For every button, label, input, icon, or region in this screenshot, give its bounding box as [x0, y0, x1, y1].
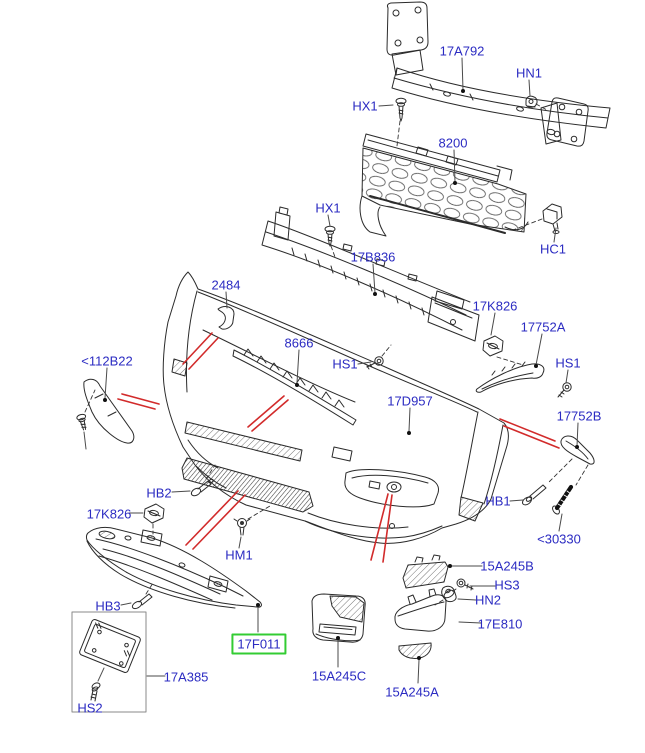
- part-label-8666[interactable]: 8666: [284, 335, 314, 351]
- fastener-hs1-center-screw: [367, 357, 383, 369]
- part-label-17k826-lower[interactable]: 17K826: [86, 506, 132, 522]
- fastener-hb2-bolt: [190, 479, 214, 498]
- part-label-17e810[interactable]: 17E810: [477, 616, 523, 632]
- fastener-hx1-top-screw: [396, 98, 406, 121]
- part-label-17f011-highlighted[interactable]: 17F011: [231, 633, 287, 655]
- fastener-hb1-bolt: [521, 485, 546, 506]
- part-17d957-bumper-cover: [163, 272, 508, 543]
- red-pointer-lines: [118, 333, 559, 562]
- fastener-17k826-lower-clip: [144, 504, 164, 523]
- part-label-2484[interactable]: 2484: [211, 277, 241, 293]
- part-label-hs2[interactable]: HS2: [77, 700, 103, 716]
- part-label-hs3[interactable]: HS3: [494, 577, 520, 593]
- part-label-hc1[interactable]: HC1: [539, 241, 567, 257]
- part-17f011-valance-panel: [86, 527, 261, 608]
- assembly-dashed-lines: [85, 104, 588, 605]
- part-label-hm1[interactable]: HM1: [225, 547, 253, 563]
- part-label-17b836[interactable]: 17B836: [350, 249, 396, 265]
- part-17752b-finisher: [561, 436, 594, 464]
- part-15a245a-grille-insert: [399, 643, 431, 659]
- part-label-hb1[interactable]: HB1: [485, 493, 511, 509]
- part-label-17k826-upper[interactable]: 17K826: [472, 298, 518, 314]
- part-label-17752a[interactable]: 17752A: [520, 319, 566, 335]
- part-label-17752b[interactable]: 17752B: [556, 408, 602, 424]
- part-label-hs1-center[interactable]: HS1: [332, 356, 358, 372]
- part-label-15a245a[interactable]: 15A245A: [385, 684, 439, 700]
- part-label-hx1-top[interactable]: HX1: [352, 98, 378, 114]
- part-label-hn2[interactable]: HN2: [474, 592, 502, 608]
- fastener-hn2-grommet: [442, 586, 457, 601]
- part-8200-grille: [360, 134, 528, 236]
- part-17752a-spoiler: [476, 362, 544, 392]
- part-label-hb2[interactable]: HB2: [146, 485, 172, 501]
- fastener-hx1-left-screw: [76, 413, 89, 430]
- part-label-15a245c[interactable]: 15A245C: [311, 668, 367, 684]
- part-label-17a385[interactable]: 17A385: [163, 669, 209, 685]
- part-label-hb3[interactable]: HB3: [95, 598, 121, 614]
- part-2484-hook: [218, 307, 234, 330]
- fastener-hs1-right-screw: [558, 383, 571, 397]
- fastener-hc1-clip: [543, 204, 562, 234]
- part-label-15a245b[interactable]: 15A245B: [480, 558, 534, 574]
- fastener-hs2-screw: [91, 682, 101, 701]
- part-label-17a792[interactable]: 17A792: [439, 43, 485, 59]
- part-label-hx1-mid[interactable]: HX1: [315, 200, 341, 216]
- part-label-30330[interactable]: <30330: [537, 531, 581, 547]
- part-15a245c-bezel: [312, 594, 365, 642]
- part-112b22-side-support: [84, 379, 134, 443]
- part-label-17d957[interactable]: 17D957: [387, 393, 433, 409]
- fastener-hm1-clip: [234, 519, 250, 536]
- part-17a792-reinforcement-bar: [387, 2, 610, 146]
- part-label-8200[interactable]: 8200: [438, 135, 468, 151]
- fastener-hs3-screw: [457, 579, 473, 590]
- part-label-hn1[interactable]: HN1: [515, 65, 543, 81]
- part-label-hs1-right[interactable]: HS1: [555, 355, 581, 371]
- part-17a385-plate-bracket: [72, 612, 146, 712]
- part-label-112b22[interactable]: <112B22: [81, 353, 133, 369]
- part-15a245b-grille-insert: [403, 555, 448, 588]
- leader-dots: [103, 89, 579, 660]
- fastener-hn1-nut: [526, 96, 537, 107]
- fastener-30330-screw: [551, 487, 571, 515]
- part-17e810-fog-lamp: [395, 589, 446, 631]
- fastener-17k826-upper-clip: [483, 336, 503, 356]
- part-17b836-lower-reinforcement: [262, 207, 479, 341]
- fastener-hb3-bolt: [131, 594, 152, 610]
- leader-lines: [84, 58, 578, 683]
